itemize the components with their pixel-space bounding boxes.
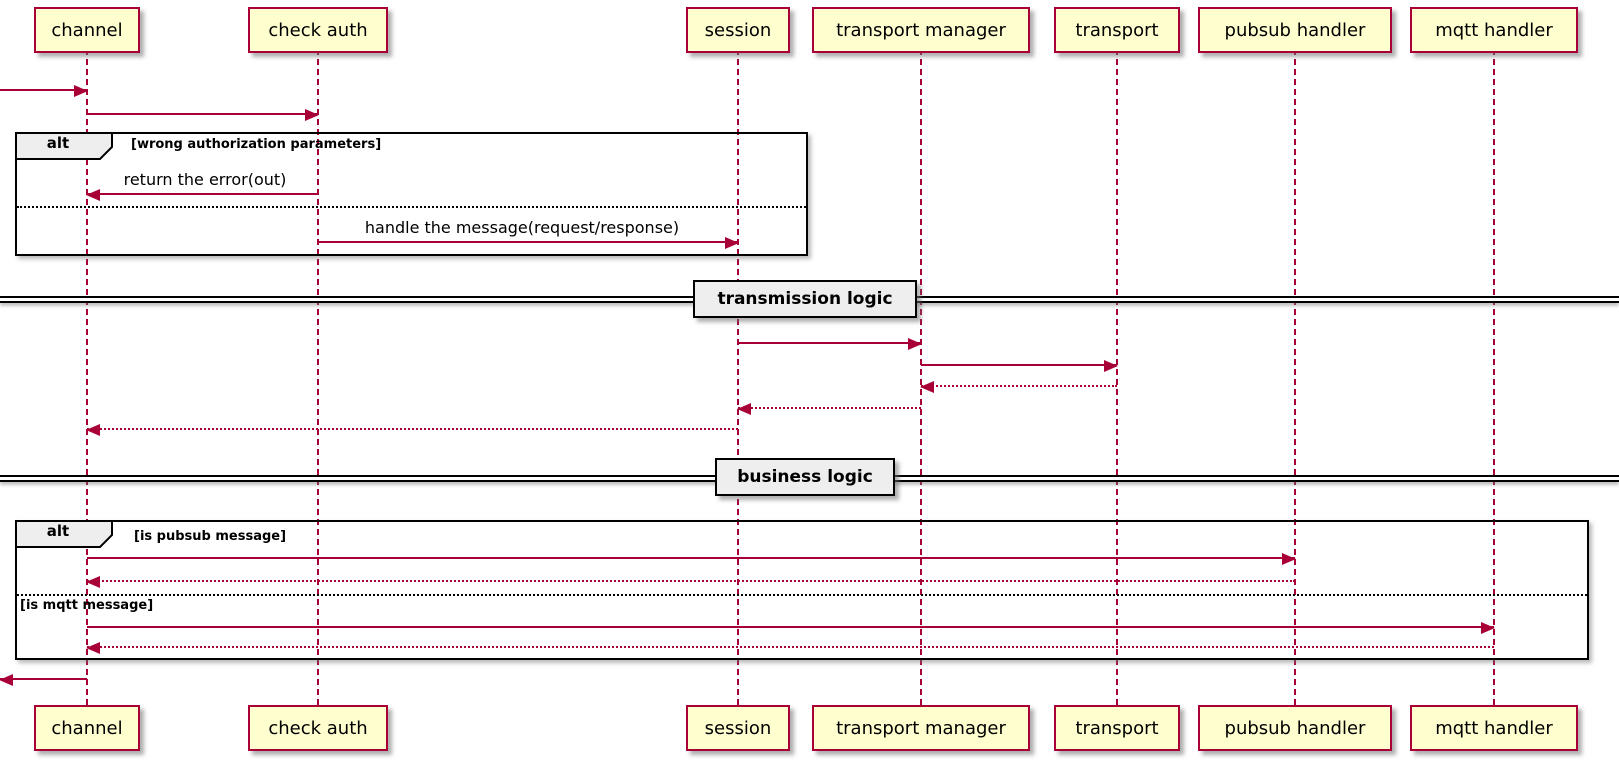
message-arrow-in-channel (0, 85, 88, 97)
participant-top-check-auth: check auth (248, 7, 388, 53)
message-arrow-session-return-channel (86, 424, 738, 436)
message-label-handle-message: handle the message(request/response) (364, 218, 680, 237)
alt-operator-label: alt (46, 134, 70, 152)
lifeline-session (737, 49, 739, 705)
message-arrow-channel-pubsub (87, 553, 1296, 565)
alt-fragment-label: alt (15, 520, 114, 548)
guard-wrong-auth: [wrong authorization parameters] (131, 137, 382, 152)
participant-top-transport: transport (1054, 7, 1180, 53)
participant-bottom-mqtt-handler: mqtt handler (1410, 705, 1578, 751)
message-arrow-channel-check-auth (87, 109, 319, 121)
participant-top-pubsub-handler: pubsub handler (1198, 7, 1392, 53)
arrowhead-left-icon (86, 189, 100, 201)
participant-bottom-transport-manager: transport manager (812, 705, 1030, 751)
message-arrow-pubsub-return (86, 576, 1295, 588)
arrowhead-left-icon (86, 424, 100, 436)
participant-bottom-session: session (686, 705, 790, 751)
participant-bottom-channel: channel (34, 705, 140, 751)
arrowhead-left-icon (0, 674, 13, 686)
message-arrow-channel-mqtt (87, 622, 1495, 634)
alt-fragment-auth: alt (15, 132, 808, 256)
arrowhead-left-icon (920, 381, 934, 393)
guard-is-mqtt: [is mqtt message] (20, 598, 154, 613)
divider-transmission-logic: transmission logic (693, 280, 917, 318)
arrowhead-right-icon (1282, 553, 1296, 565)
message-arrow-mqtt-return (86, 642, 1494, 654)
message-arrow-handle-message (318, 237, 739, 249)
alt-pentagon-icon (15, 132, 113, 160)
arrowhead-right-icon (305, 109, 319, 121)
arrowhead-right-icon (1104, 360, 1118, 372)
lifeline-check-auth (317, 49, 319, 705)
alt-fragment-business: alt (15, 520, 1589, 660)
participant-top-session: session (686, 7, 790, 53)
participant-bottom-check-auth: check auth (248, 705, 388, 751)
arrowhead-right-icon (908, 338, 922, 350)
alt-else-divider (17, 594, 1587, 596)
message-arrow-out-channel (0, 674, 87, 686)
lifeline-channel (86, 49, 88, 705)
alt-operator-label: alt (46, 522, 70, 540)
arrowhead-right-icon (1481, 622, 1495, 634)
lifeline-transport (1116, 49, 1118, 705)
message-arrow-transport-return (920, 381, 1117, 393)
message-arrow-return-error (86, 189, 318, 201)
message-arrow-transport-manager-transport (921, 360, 1118, 372)
participant-bottom-pubsub-handler: pubsub handler (1198, 705, 1392, 751)
participant-top-transport-manager: transport manager (812, 7, 1030, 53)
participant-top-mqtt-handler: mqtt handler (1410, 7, 1578, 53)
message-arrow-transport-manager-return (737, 403, 921, 415)
participant-top-channel: channel (34, 7, 140, 53)
lifeline-pubsub-handler (1294, 49, 1296, 705)
arrowhead-left-icon (737, 403, 751, 415)
arrowhead-left-icon (86, 642, 100, 654)
alt-pentagon-icon (15, 520, 113, 548)
arrowhead-left-icon (86, 576, 100, 588)
message-label-return-error: return the error(out) (123, 170, 287, 189)
alt-else-divider (17, 206, 806, 208)
arrowhead-right-icon (725, 237, 739, 249)
lifeline-transport-manager (920, 49, 922, 705)
participant-bottom-transport: transport (1054, 705, 1180, 751)
guard-is-pubsub: [is pubsub message] (134, 529, 287, 544)
message-arrow-session-transport-manager (738, 338, 922, 350)
alt-fragment-label: alt (15, 132, 114, 160)
arrowhead-right-icon (74, 85, 88, 97)
divider-business-logic: business logic (715, 458, 895, 496)
lifeline-mqtt-handler (1493, 49, 1495, 705)
